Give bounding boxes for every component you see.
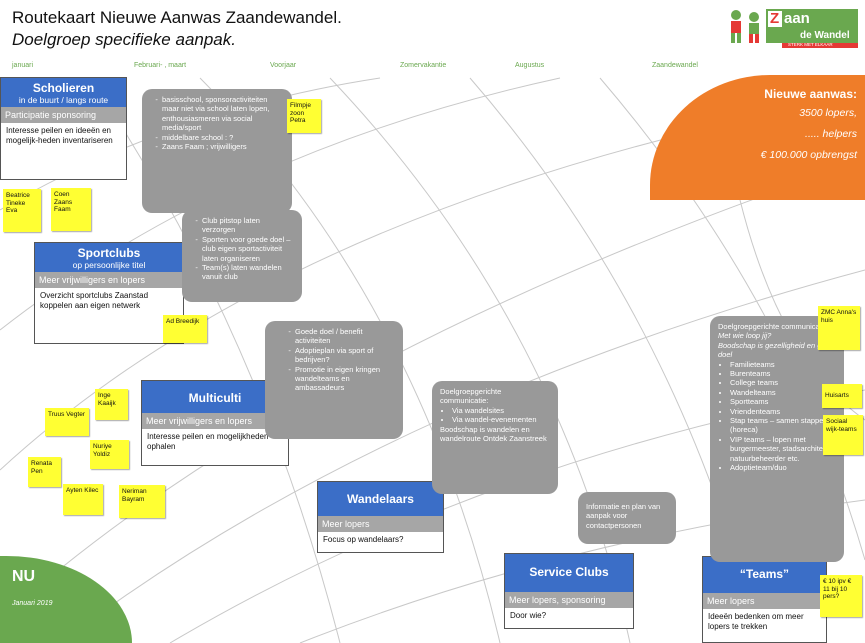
- logo-dewandel: de Wandel: [800, 30, 850, 41]
- team-type: Sportteams: [730, 397, 836, 406]
- goal-lopers: 3500 lopers,: [799, 107, 857, 119]
- card-multiculti: Multiculti Meer vrijwilligers en lopers …: [141, 380, 289, 466]
- comm-tail: Boodschap is wandelen en wandelroute Ont…: [440, 424, 547, 444]
- card-teams-goal: Meer lopers: [703, 593, 826, 609]
- sticky-filmpje: Filmpje zoon Petra: [287, 99, 321, 133]
- team-type: Adoptieteam/duo: [730, 463, 836, 472]
- card-multiculti-body: Interesse peilen en mogelijkheden ophale…: [147, 432, 269, 451]
- goal-opbrengst: € 100.000 opbrengst: [760, 149, 857, 161]
- action-item: Promotie in eigen kringen wandelteams en…: [295, 365, 395, 393]
- actions-sportclubs: Club pitstop laten verzorgen Sporten voo…: [182, 210, 302, 302]
- card-wandelaars-goal: Meer lopers: [318, 516, 443, 532]
- timeline-augustus: Augustus: [515, 62, 545, 69]
- timeline-zaandewandel: Zaandewandel: [652, 62, 698, 69]
- sticky-huisarts: Huisarts: [822, 384, 862, 408]
- logo-figures-icon: [731, 9, 858, 48]
- sticky-euro: € 10 ipv € 11 bij 10 pers?: [820, 575, 862, 617]
- card-sportclubs-goal: Meer vrijwilligers en lopers: [35, 272, 183, 288]
- comm-item: Via wandelsites: [452, 406, 550, 415]
- logo-aan: aan: [784, 10, 810, 27]
- card-service-title: Service Clubs: [505, 554, 633, 592]
- actions-teams: Doelgroepgerichte communicatie: Met wie …: [710, 316, 844, 562]
- goal-title: Nieuwe aanwas:: [764, 87, 857, 101]
- now-label: NU: [12, 568, 36, 585]
- comm-head: Doelgroepgerichte communicatie:: [440, 387, 502, 406]
- action-item: Goede doel / benefit activiteiten: [295, 327, 395, 346]
- goal-helpers: ..... helpers: [805, 128, 857, 140]
- card-scholieren-body: Interesse peilen en ideeën en mogelijk-h…: [6, 126, 113, 145]
- sticky-ayten: Ayten Kilec: [63, 484, 103, 515]
- action-item: Adoptieplan via sport of bedrijven?: [295, 346, 395, 365]
- timeline-januari: januari: [12, 62, 34, 69]
- now-date: Januari 2019: [12, 600, 53, 607]
- teams-head: Doelgroepgerichte communicatie:: [718, 322, 830, 331]
- logo-z: Z: [770, 10, 780, 27]
- timeline-voorjaar: Voorjaar: [270, 62, 297, 69]
- card-wandelaars: Wandelaars Meer lopers Focus op wandelaa…: [317, 481, 444, 553]
- action-item: middelbare school : ?: [162, 133, 284, 142]
- actions-scholieren: basisschool, sponsoractiviteiten maar ni…: [142, 89, 292, 213]
- action-item: Zaans Faam ; vrijwilligers: [162, 142, 284, 151]
- actions-multiculti: Goede doel / benefit activiteiten Adopti…: [265, 321, 403, 439]
- teams-question: Met wie loop jij?: [718, 331, 772, 341]
- card-service-clubs: Service Clubs Meer lopers, sponsoring Do…: [504, 553, 634, 629]
- sticky-inge: Inge Kaaijk: [95, 389, 128, 420]
- teams-message: Boodschap is gezelligheid en goed doel: [718, 340, 834, 360]
- team-type: College teams: [730, 378, 836, 387]
- card-teams-body: Ideeën bedenken om meer lopers te trekke…: [708, 612, 804, 631]
- sticky-renata: Renata Pen: [28, 457, 61, 487]
- page-subtitle: Doelgroep specifieke aanpak.: [12, 30, 236, 49]
- comm-item: Via wandel-evenementen: [452, 415, 550, 424]
- zaandewandel-logo: Z aan de Wandel STERK MET ELKAAR: [722, 6, 860, 48]
- sticky-zmc: ZMC Anna's huis: [818, 306, 860, 350]
- sticky-sociaal: Sociaal wijk-teams: [823, 415, 863, 455]
- sticky-nuriye: Nuriye Yoldiz: [90, 440, 129, 469]
- team-type: Stap teams – samen stappen (horeca): [730, 416, 836, 435]
- card-teams-title: “Teams”: [703, 557, 826, 593]
- card-service-body: Door wie?: [510, 611, 547, 620]
- team-type: VIP teams – lopen met burgermeester, sta…: [730, 435, 836, 463]
- action-item: Club pitstop laten verzorgen: [202, 216, 294, 235]
- action-item: Team(s) laten wandelen vanuit club: [202, 263, 294, 282]
- card-multiculti-goal: Meer vrijwilligers en lopers: [142, 413, 288, 429]
- sticky-ad: Ad Breedijk: [163, 315, 207, 343]
- card-wandelaars-title: Wandelaars: [318, 482, 443, 516]
- team-type: Wandelteams: [730, 388, 836, 397]
- team-type: Vriendenteams: [730, 407, 836, 416]
- page-title: Routekaart Nieuwe Aanwas Zaandewandel.: [12, 8, 342, 27]
- timeline: januari Februari- , maart Voorjaar Zomer…: [0, 62, 865, 76]
- actions-wandelaars: Doelgroepgerichte communicatie: Via wand…: [432, 381, 558, 494]
- timeline-zomervakantie: Zomervakantie: [400, 62, 447, 69]
- action-item: Sporten voor goede doel – club eigen spo…: [202, 235, 294, 263]
- sticky-coen: Coen Zaans Faam: [51, 188, 91, 231]
- card-sportclubs-body: Overzicht sportclubs Zaanstad koppelen a…: [40, 291, 149, 310]
- card-scholieren-goal: Participatie sponsoring: [1, 107, 126, 123]
- card-teams: “Teams” Meer lopers Ideeën bedenken om m…: [702, 556, 827, 643]
- sticky-truus: Truus Vegter: [45, 408, 89, 436]
- card-multiculti-title: Multiculti: [142, 381, 288, 413]
- team-type: Familieteams: [730, 360, 836, 369]
- timeline-februari: Februari- , maart: [134, 62, 187, 69]
- sticky-neriman: Neriman Bayram: [119, 485, 165, 518]
- action-item: basisschool, sponsoractiviteiten maar ni…: [162, 95, 284, 133]
- card-service-goal: Meer lopers, sponsoring: [505, 592, 633, 608]
- card-wandelaars-body: Focus op wandelaars?: [323, 535, 404, 544]
- logo-tagline: STERK MET ELKAAR: [788, 42, 833, 47]
- actions-service-clubs: Informatie en plan van aanpak voor conta…: [578, 492, 676, 544]
- sticky-beatrice: Beatrice Tineke Eva: [3, 189, 41, 232]
- team-type: Burenteams: [730, 369, 836, 378]
